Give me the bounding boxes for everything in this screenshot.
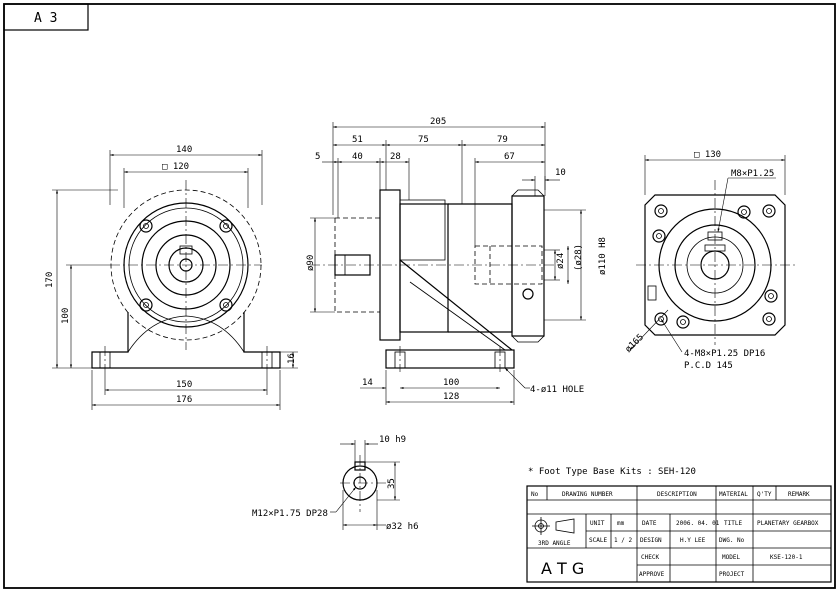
design-label: DESIGN [640, 537, 662, 544]
unit-label: UNIT [590, 520, 605, 527]
th-description: DESCRIPTION [657, 491, 697, 498]
sheet-size-label: A 3 [34, 11, 57, 26]
dim-dia28: (ø28) [574, 244, 584, 271]
dwg-label: DWG. No [719, 537, 745, 544]
front-view: 140 □ 120 170 100 16 150 176 [45, 145, 298, 410]
project-label: PROJECT [719, 571, 745, 578]
dim-dia165: ø165 [624, 332, 646, 354]
title-block: No DRAWING NUMBER DESCRIPTION MATERIAL Q… [526, 485, 832, 583]
hole-note: 4-ø11 HOLE [530, 385, 584, 395]
dim-square-130: □ 130 [694, 150, 721, 160]
dim-75: 75 [418, 135, 429, 145]
th-qty: Q'TY [757, 491, 772, 498]
sheet-size-box [3, 3, 89, 31]
approve-label: APPROVE [639, 571, 665, 578]
check-label: CHECK [641, 554, 659, 561]
dim-16: 16 [287, 353, 297, 364]
dim-51: 51 [352, 135, 363, 145]
dim-40: 40 [352, 152, 363, 162]
dim-140: 140 [176, 145, 192, 155]
tap-note-2: P.C.D 145 [684, 361, 733, 371]
dim-100-front: 100 [61, 308, 71, 324]
unit-value: mm [617, 520, 625, 527]
dim-dia90: ø90 [306, 255, 316, 271]
shaft-detail: 10 h9 35 ø32 h6 M12×P1.75 DP28 [252, 435, 419, 532]
model-value: KSE-120-1 [770, 554, 803, 561]
scale-value: 1 / 2 [614, 537, 632, 544]
scale-label: SCALE [589, 537, 607, 544]
th-no: No [531, 491, 539, 498]
tap-m8: M8×P1.25 [731, 169, 774, 179]
foot-kit-note: * Foot Type Base Kits : SEH-120 [528, 467, 696, 477]
dim-dia24: ø24 [556, 253, 566, 269]
shaft-dia: ø32 h6 [386, 522, 419, 532]
key-height: 35 [387, 478, 397, 489]
right-view: □ 130 M8×P1.25 ø165 4-M8×P1.25 DP16 P.C.… [624, 150, 795, 371]
title-label: TITLE [724, 520, 742, 527]
dim-100-side: 100 [443, 378, 459, 388]
date-label: DATE [642, 520, 657, 527]
th-material: MATERIAL [719, 491, 748, 498]
th-remark: REMARK [788, 491, 810, 498]
dim-150: 150 [176, 380, 192, 390]
design-value: H.Y LEE [680, 537, 706, 544]
dim-176: 176 [176, 395, 192, 405]
th-drawing-number: DRAWING NUMBER [562, 491, 613, 498]
shaft-tap: M12×P1.75 DP28 [252, 509, 328, 519]
sheet-border [3, 3, 836, 589]
side-view: 205 51 75 79 5 40 28 67 10 ø90 [306, 117, 608, 405]
dim-79: 79 [497, 135, 508, 145]
projection-label: 3RD ANGLE [538, 540, 571, 547]
company-logo-text: A T G [541, 559, 584, 578]
third-angle-projection-icon [532, 517, 575, 535]
dim-67: 67 [504, 152, 515, 162]
tap-note-1: 4-M8×P1.25 DP16 [684, 349, 765, 359]
dim-205: 205 [430, 117, 446, 127]
dim-14: 14 [362, 378, 373, 388]
dim-28: 28 [390, 152, 401, 162]
dim-128: 128 [443, 392, 459, 402]
title-value: PLANETARY GEARBOX [757, 520, 819, 527]
dim-5: 5 [315, 152, 320, 162]
dim-square-120: □ 120 [162, 162, 189, 172]
dim-dia110: ø110 H8 [598, 237, 608, 275]
dim-170: 170 [45, 272, 55, 288]
model-label: MODEL [722, 554, 740, 561]
key-width: 10 h9 [379, 435, 406, 445]
date-value: 2006. 04. 01 [676, 520, 720, 527]
dim-10: 10 [555, 168, 566, 178]
